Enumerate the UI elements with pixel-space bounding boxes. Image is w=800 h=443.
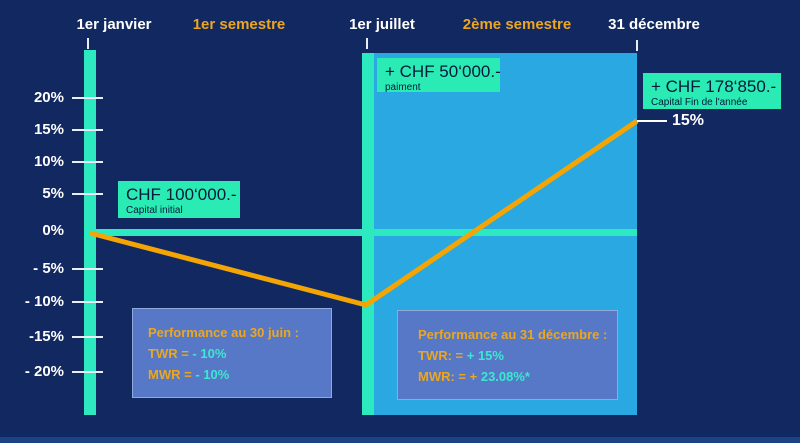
january-date-tick — [87, 38, 89, 49]
timeline-label-january: 1er janvier — [76, 16, 152, 33]
tick-5 — [72, 193, 103, 195]
payment-amount: + CHF 50‘000.- — [385, 62, 501, 81]
performance-june-mwr: MWR = - 10% — [148, 364, 325, 385]
capital-final-amount: + CHF 178‘850.- — [651, 77, 777, 96]
tick-neg5 — [72, 268, 103, 270]
twr-december-value: + 15% — [466, 348, 504, 363]
twr-june-label: TWR = — [148, 346, 193, 361]
end-value-label: 15% — [672, 112, 705, 129]
timeline-label-semester1: 1er semestre — [192, 16, 286, 33]
axis-label-neg20: - 20% — [24, 363, 64, 380]
axis-label-5: 5% — [42, 185, 64, 202]
axis-label-neg15: -15% — [28, 328, 64, 345]
capital-initial-note: CHF 100‘000.- Capital initial — [118, 181, 240, 218]
december-date-tick — [636, 40, 638, 51]
axis-label-15: 15% — [33, 121, 64, 138]
axis-label-neg5: - 5% — [33, 260, 64, 277]
axis-label-neg10: - 10% — [24, 293, 64, 310]
performance-december-title: Performance au 31 décembre : — [418, 327, 608, 342]
performance-panel-june: Performance au 30 juin : TWR = - 10% MWR… — [132, 308, 332, 398]
mwr-june-value: - 10% — [195, 367, 230, 382]
january-axis-bar — [84, 50, 96, 415]
performance-june-title: Performance au 30 juin : — [148, 325, 299, 340]
mwr-december-value: 23.08%* — [480, 369, 530, 384]
performance-panel-december: Performance au 31 décembre : TWR: = + 15… — [397, 310, 618, 400]
tick-neg20 — [72, 371, 103, 373]
tick-20 — [72, 97, 103, 99]
bottom-edge-strip — [0, 437, 800, 443]
twr-june-value: - 10% — [192, 346, 227, 361]
tick-neg10 — [72, 301, 103, 303]
capital-initial-caption: Capital initial — [126, 205, 183, 216]
mwr-december-label: MWR: = + — [418, 369, 481, 384]
performance-december-mwr: MWR: = + 23.08%* — [418, 366, 611, 387]
zero-percent-line — [96, 229, 637, 236]
capital-initial-amount: CHF 100‘000.- — [126, 185, 237, 204]
axis-label-0: 0% — [42, 222, 64, 239]
timeline-label-july: 1er juillet — [349, 16, 415, 33]
payment-note: + CHF 50‘000.- paiment — [377, 58, 501, 93]
performance-june-twr: TWR = - 10% — [148, 343, 325, 364]
timeline-label-december: 31 décembre — [608, 16, 700, 33]
timeline-label-semester2: 2ème semestre — [462, 16, 572, 33]
mwr-june-label: MWR = — [148, 367, 196, 382]
twr-december-label: TWR: = — [418, 348, 467, 363]
axis-label-10: 10% — [33, 153, 64, 170]
capital-final-note: + CHF 178‘850.- Capital Fin de l'année — [643, 73, 781, 109]
payment-caption: paiment — [385, 82, 421, 93]
tick-15 — [72, 129, 103, 131]
july-date-tick — [366, 38, 368, 49]
tick-neg15 — [72, 336, 103, 338]
tick-10 — [72, 161, 103, 163]
performance-december-twr: TWR: = + 15% — [418, 345, 611, 366]
capital-final-caption: Capital Fin de l'année — [651, 97, 748, 108]
axis-label-20: 20% — [33, 89, 64, 106]
